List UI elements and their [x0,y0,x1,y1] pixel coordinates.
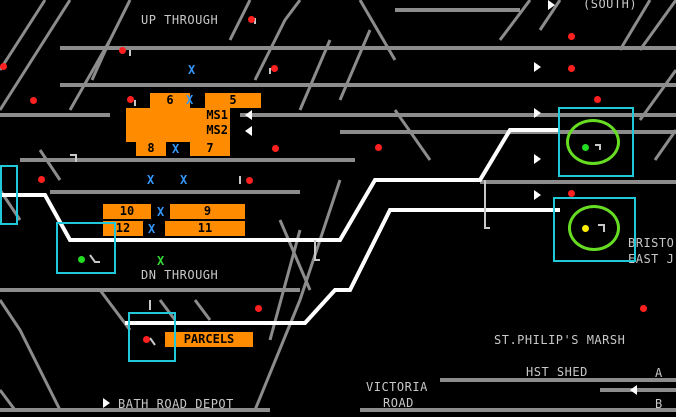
selection-box[interactable] [558,107,634,177]
platform-10[interactable]: 10 [103,204,151,219]
direction-arrow-icon [245,110,252,120]
label-victoria: VICTORIA [366,380,428,394]
points-x-icon[interactable]: X [186,93,194,107]
route-ring-highlight [566,119,620,165]
platform-8[interactable]: 8 [136,141,166,156]
direction-arrow-icon [534,154,541,164]
points-x-icon[interactable]: X [148,222,156,236]
signal-red[interactable] [30,97,37,104]
label-st-philips-marsh: ST.PHILIP'S MARSH [494,333,626,347]
points-x-icon[interactable]: X [180,173,188,187]
signal-red[interactable] [119,47,126,54]
direction-arrow-icon [630,385,637,395]
platform-9[interactable]: 9 [170,204,245,219]
platform-11[interactable]: 11 [165,221,245,236]
signal-red[interactable] [568,190,575,197]
signal-green[interactable] [78,256,85,263]
track-grey-horizontal [0,8,676,412]
label-route-a: A [655,366,663,380]
signal-red[interactable] [255,305,262,312]
platform-12[interactable]: 12 [103,221,143,236]
signal-green[interactable] [582,144,589,151]
label-south: (SOUTH) [583,0,638,11]
signal-yellow[interactable] [582,225,589,232]
points-x-icon[interactable]: X [157,205,165,219]
direction-arrow-icon [534,62,541,72]
points-x-icon[interactable]: X [188,63,196,77]
label-hst-shed: HST SHED [526,365,588,379]
direction-arrow-icon [245,126,252,136]
selection-box[interactable] [56,222,116,274]
direction-arrow-icon [548,0,555,10]
selection-box[interactable] [0,165,18,225]
selection-box[interactable] [553,197,636,262]
platform-7[interactable]: 7 [190,141,230,156]
label-bristol: BRISTO [628,236,675,250]
label-road: ROAD [383,396,414,410]
signal-red[interactable] [594,96,601,103]
platform-ms2: MS2 [206,123,228,137]
signal-red[interactable] [271,65,278,72]
label-bath-road-depot: BATH ROAD DEPOT [118,397,234,411]
signal-red[interactable] [127,96,134,103]
label-up-through: UP THROUGH [141,13,219,27]
route-ring-highlight [568,205,620,251]
signal-red[interactable] [246,177,253,184]
points-x-icon[interactable]: X [157,254,165,268]
label-east-junction: EAST J [628,252,675,266]
direction-arrow-icon [534,190,541,200]
signal-red[interactable] [272,145,279,152]
signal-red[interactable] [248,16,255,23]
label-route-b: B [655,397,663,411]
direction-arrow-icon [103,398,110,408]
signal-red[interactable] [375,144,382,151]
platform-5[interactable]: 5 [205,93,261,108]
selection-box[interactable] [128,312,176,362]
points-x-icon[interactable]: X [147,173,155,187]
signal-red[interactable] [568,33,575,40]
signal-red[interactable] [568,65,575,72]
signal-red[interactable] [143,336,150,343]
platform-ms-block[interactable]: MS1 MS2 [126,108,230,142]
signal-red[interactable] [640,305,647,312]
points-x-icon[interactable]: X [172,142,180,156]
signal-red[interactable] [38,176,45,183]
label-dn-through: DN THROUGH [141,268,219,282]
direction-arrow-icon [534,108,541,118]
platform-6[interactable]: 6 [150,93,190,108]
signal-red[interactable] [0,63,7,70]
platform-ms1: MS1 [206,108,228,122]
platform-parcels[interactable]: PARCELS [165,332,253,347]
